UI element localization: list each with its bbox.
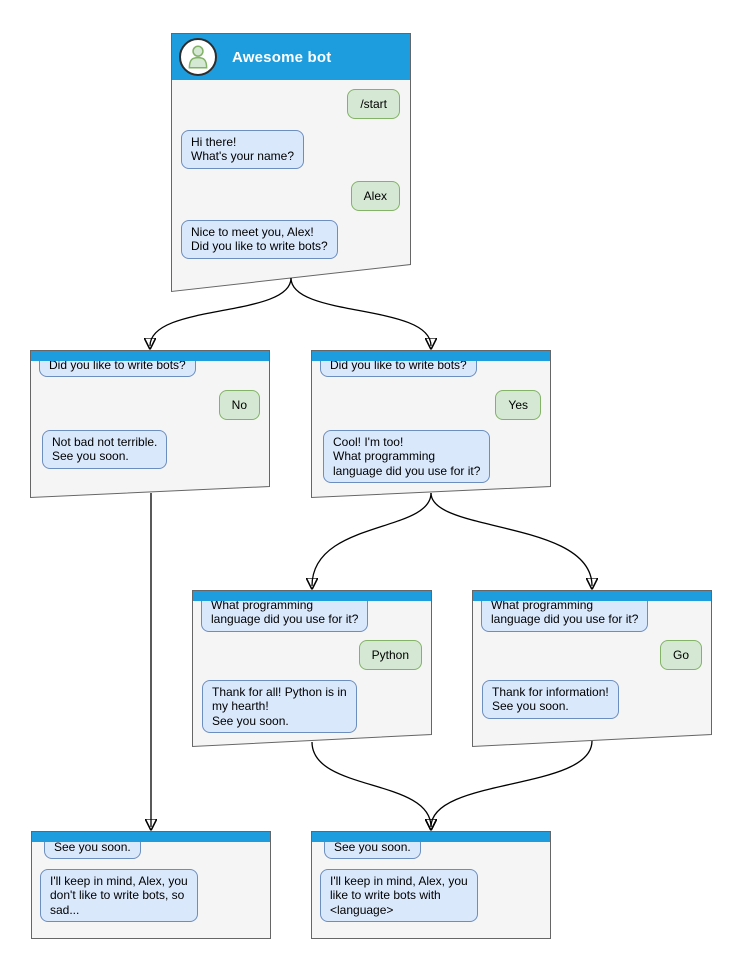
message-bubble-bot: Hi there! What's your name?	[181, 130, 305, 169]
message-bubble-bot: Thank for information! See you soon.	[482, 680, 619, 719]
titlebar	[473, 591, 711, 601]
edge-yes-to-go	[430, 492, 592, 586]
branch-window-yes: Did you like to write bots? Yes Cool! I'…	[311, 350, 551, 499]
message-bubble-user: Yes	[495, 390, 541, 421]
window-title: Awesome bot	[232, 48, 332, 66]
titlebar: Awesome bot	[172, 34, 410, 80]
titlebar	[312, 351, 550, 361]
message-bubble-user: Go	[659, 640, 702, 671]
titlebar	[32, 832, 270, 842]
branch-window-python: What programming language did you use fo…	[192, 590, 432, 748]
end-window-no: See you soon. I'll keep in mind, Alex, y…	[31, 831, 271, 939]
end-window-language: See you soon. I'll keep in mind, Alex, y…	[311, 831, 551, 939]
branch-window-go: What programming language did you use fo…	[472, 590, 712, 748]
bot-avatar	[179, 38, 217, 76]
message-bubble-bot: I'll keep in mind, Alex, you don't like …	[40, 869, 198, 923]
titlebar	[312, 832, 550, 842]
message-bubble-user: Alex	[350, 181, 400, 212]
titlebar	[31, 351, 269, 361]
branch-window-no: Did you like to write bots? No Not bad n…	[30, 350, 270, 499]
message-bubble-bot: Thank for all! Python is in my hearth! S…	[202, 680, 357, 734]
message-bubble-bot: Not bad not terrible. See you soon.	[42, 430, 168, 469]
person-icon	[188, 45, 208, 69]
edge-yes-to-python	[312, 492, 432, 586]
message-bubble-user: /start	[347, 89, 400, 120]
chat-window-main: Awesome bot /start Hi there! What's your…	[171, 33, 411, 293]
message-bubble-bot: Nice to meet you, Alex! Did you like to …	[181, 220, 338, 259]
message-bubble-user: Python	[358, 640, 422, 671]
message-bubble-user: No	[218, 390, 260, 421]
message-bubble-bot: I'll keep in mind, Alex, you like to wri…	[320, 869, 478, 923]
edge-go-to-end	[431, 740, 593, 827]
message-bubble-bot: Cool! I'm too! What programming language…	[323, 430, 491, 484]
edge-python-to-end	[311, 741, 431, 827]
titlebar	[193, 591, 431, 601]
